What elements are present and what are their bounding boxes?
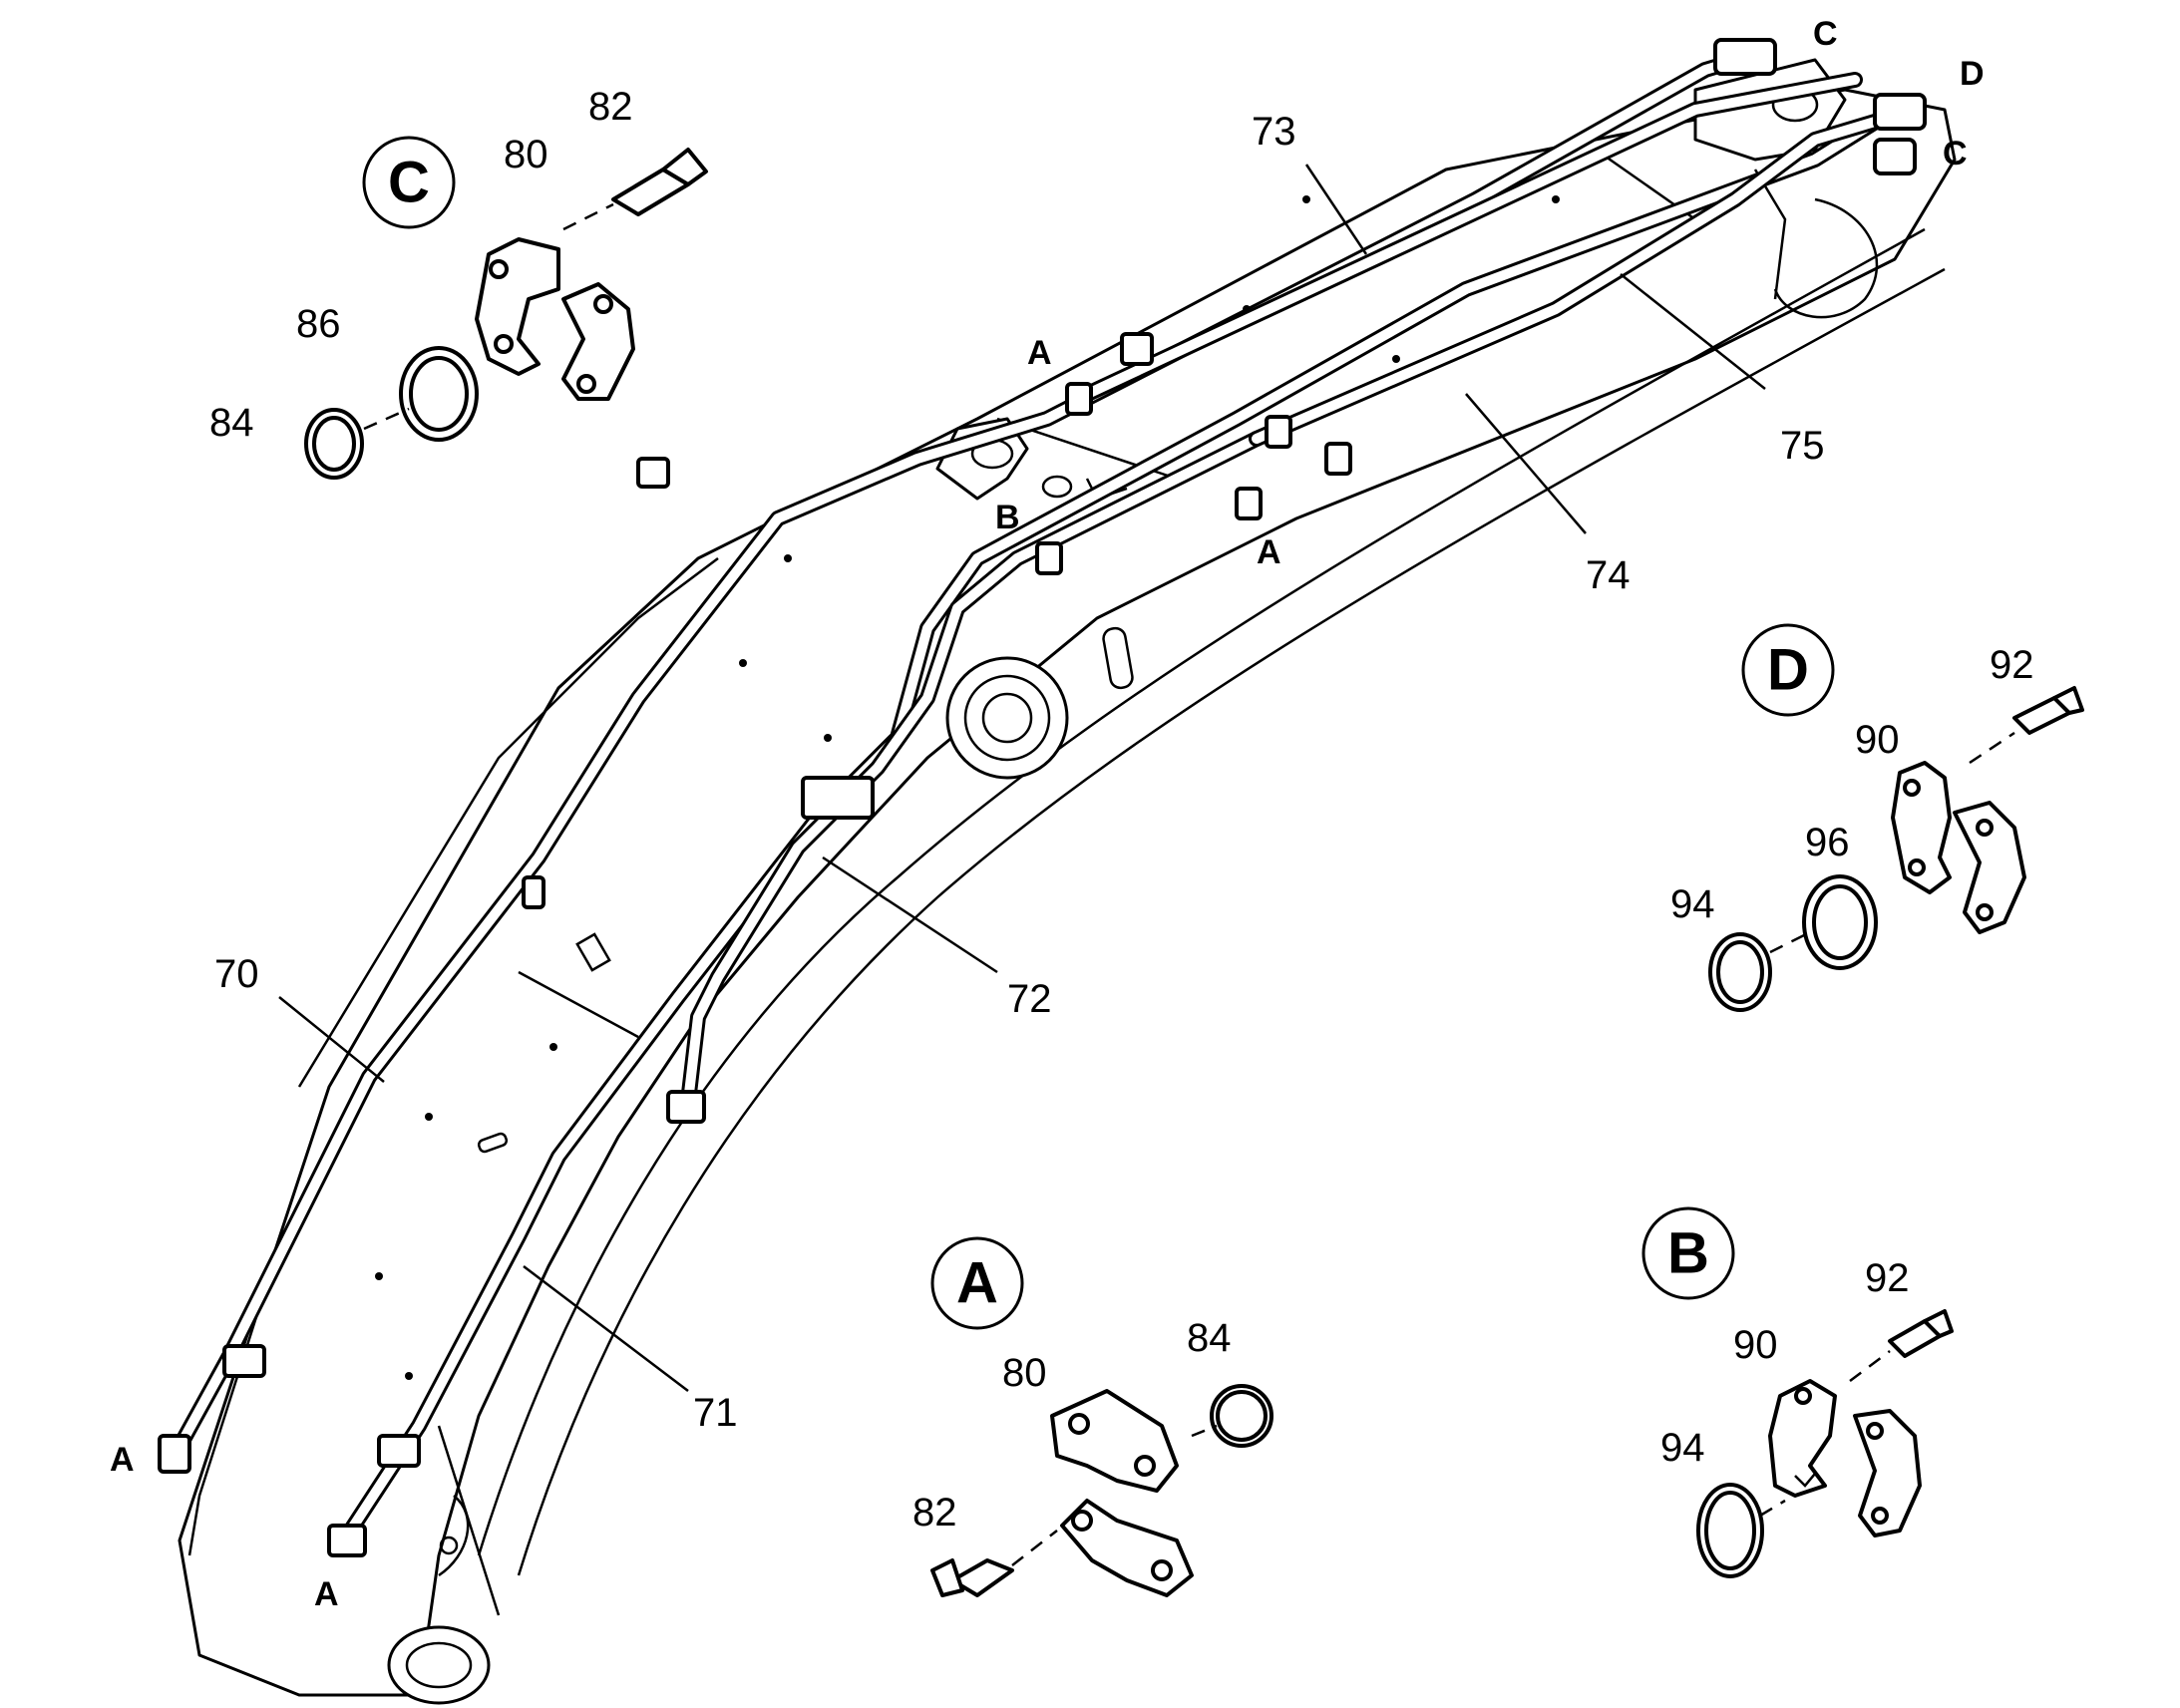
detail-a-label-80: 80 — [1002, 1351, 1047, 1395]
detail-d-label-90: 90 — [1855, 718, 1900, 762]
detail-c-label-80: 80 — [504, 133, 548, 176]
callout-70: 70 — [214, 952, 259, 996]
o-ring-94-icon — [1708, 932, 1772, 1012]
callout-71: 71 — [693, 1391, 738, 1435]
detail-b: B 92 90 94 — [1641, 1206, 1954, 1578]
callout-74: 74 — [1586, 553, 1631, 597]
detail-a-badge — [930, 1236, 1024, 1330]
seal-96-icon — [1802, 874, 1878, 970]
detail-a-label-84: 84 — [1187, 1316, 1232, 1360]
marker-a-left: A — [110, 1441, 135, 1479]
o-ring-94-icon — [1696, 1483, 1764, 1578]
fitting-d-top — [1873, 93, 1927, 131]
detail-b-badge — [1641, 1206, 1735, 1300]
detail-b-title: B — [1667, 1221, 1709, 1286]
hose-72 — [680, 431, 1265, 1110]
detail-d: D 92 90 96 94 — [1670, 623, 2084, 1012]
marker-c-top: C — [1813, 15, 1838, 53]
marker-d-top: D — [1960, 55, 1985, 93]
hydraulic-hoses — [158, 38, 1927, 1557]
hose-75 — [1249, 102, 1923, 447]
detail-d-title: D — [1767, 638, 1809, 703]
o-ring-84-icon — [1210, 1384, 1273, 1448]
o-ring-84-icon — [304, 408, 364, 480]
fitting-c-right — [1873, 138, 1917, 175]
detail-d-label-94: 94 — [1670, 882, 1715, 926]
detail-c-label-86: 86 — [296, 302, 341, 346]
detail-d-label-96: 96 — [1805, 821, 1850, 864]
callout-72: 72 — [1007, 977, 1052, 1021]
bolt-92-icon — [1888, 1309, 1954, 1358]
detail-c-label-84: 84 — [209, 401, 254, 445]
detail-a-title: A — [956, 1251, 998, 1316]
detail-b-label-94: 94 — [1660, 1426, 1705, 1470]
bolt-82-icon — [611, 148, 708, 216]
flange-half-80-icon — [475, 237, 635, 401]
flange-half-80-icon — [1050, 1389, 1194, 1597]
flange-half-90-icon — [1768, 1379, 1922, 1537]
bolt-82-icon — [930, 1558, 1014, 1597]
flange-half-90-icon — [1891, 761, 2026, 934]
detail-b-label-90: 90 — [1733, 1323, 1778, 1367]
seal-86-icon — [399, 346, 479, 442]
marker-b-mid: B — [995, 499, 1020, 536]
marker-c-right: C — [1943, 135, 1968, 172]
fitting-c-top — [1713, 38, 1777, 76]
detail-b-label-92: 92 — [1865, 1256, 1910, 1300]
detail-c-badge — [362, 136, 456, 229]
detail-d-label-92: 92 — [1990, 643, 2034, 687]
detail-c-label-82: 82 — [588, 85, 633, 129]
callout-75: 75 — [1780, 424, 1825, 468]
fitting-71-end — [327, 1524, 367, 1557]
marker-a-bottom: A — [314, 1575, 339, 1613]
hose-70 — [167, 47, 1763, 1464]
main-callouts: 70 71 72 73 74 75 A A A A B C C D — [110, 15, 1985, 1613]
detail-c-title: C — [388, 151, 430, 215]
callout-73: 73 — [1252, 110, 1296, 154]
hose-73 — [1069, 72, 1863, 407]
detail-d-badge — [1741, 623, 1835, 717]
fitting-70-end — [158, 1434, 191, 1474]
fitting-72-end — [666, 1090, 706, 1124]
marker-a-top: A — [1027, 334, 1052, 372]
marker-a-mid: A — [1257, 533, 1281, 571]
bolt-92-icon — [2012, 686, 2084, 735]
detail-a-label-82: 82 — [912, 1491, 957, 1535]
detail-c: C 82 80 86 84 — [209, 85, 708, 480]
detail-a: A 84 80 82 — [912, 1236, 1273, 1597]
